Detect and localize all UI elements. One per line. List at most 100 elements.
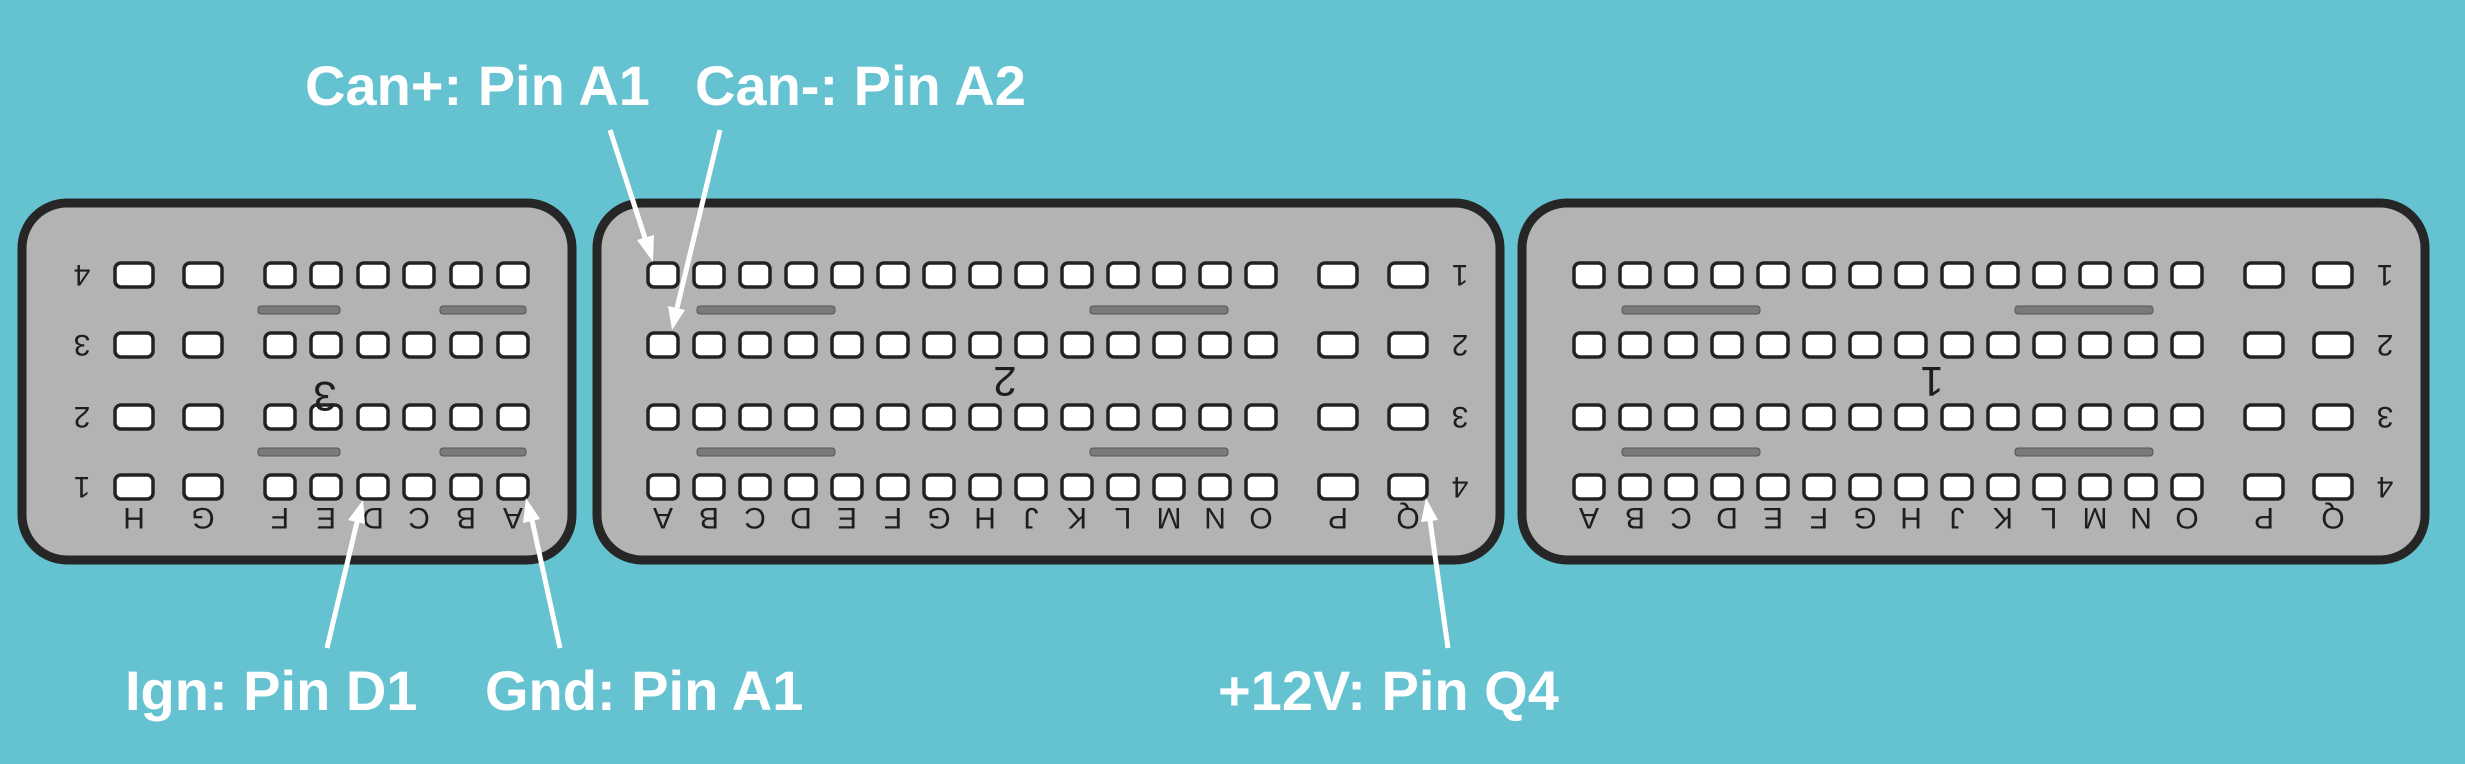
connector-2-pin-F4 <box>876 473 910 501</box>
connector-3-pin-E1 <box>309 473 343 501</box>
connector-2-pin-N2 <box>1198 331 1232 359</box>
connector-2-pin-P3 <box>1317 403 1359 431</box>
connector-3-pin-C2 <box>402 403 436 431</box>
connector-3-pin-H3 <box>113 331 155 359</box>
connector-1-pin-P4 <box>2243 473 2285 501</box>
connector-2-pin-C3 <box>738 403 772 431</box>
connector-1-key-bar <box>1621 305 1761 315</box>
connector-1-pin-Q4 <box>2312 473 2354 501</box>
connector-2-column-label: L <box>1115 501 1132 534</box>
connector-3-pin-A4 <box>496 261 530 289</box>
connector-3-pin-D2 <box>356 403 390 431</box>
connector-3-pin-D4 <box>356 261 390 289</box>
connector-2-pin-M2 <box>1152 331 1186 359</box>
connector-1-pin-N3 <box>2124 403 2158 431</box>
connector-3-pin-C1 <box>402 473 436 501</box>
connector-2-pin-J3 <box>1014 403 1048 431</box>
connector-3-row-label: 3 <box>74 328 91 361</box>
connector-3-pin-D3 <box>356 331 390 359</box>
connector-1-pin-O1 <box>2170 261 2204 289</box>
connector-2-pin-G1 <box>922 261 956 289</box>
connector-2-pin-M1 <box>1152 261 1186 289</box>
connector-2-column-label: E <box>837 501 857 534</box>
connector-2-pin-E2 <box>830 331 864 359</box>
connector-1-pin-P2 <box>2243 331 2285 359</box>
connector-2-row-label: 4 <box>1452 470 1469 503</box>
connector-2-pin-F2 <box>876 331 910 359</box>
connector-2-pin-B3 <box>692 403 726 431</box>
connector-2-pin-Q4 <box>1387 473 1429 501</box>
connector-3-pin-E2 <box>309 403 343 431</box>
connector-2-pin-E4 <box>830 473 864 501</box>
connector-2-pin-J2 <box>1014 331 1048 359</box>
connector-3-pin-D1 <box>356 473 390 501</box>
connector-1-pin-H3 <box>1894 403 1928 431</box>
connector-2-pin-F1 <box>876 261 910 289</box>
connector-2-key-bar <box>1089 305 1229 315</box>
connector-2-column-label: K <box>1067 501 1087 534</box>
connector-1-pin-E4 <box>1756 473 1790 501</box>
connector-1-pin-D1 <box>1710 261 1744 289</box>
connector-3-pin-G4 <box>182 261 224 289</box>
connector-1-pin-D3 <box>1710 403 1744 431</box>
connector-1-pin-O3 <box>2170 403 2204 431</box>
connector-2-pin-J4 <box>1014 473 1048 501</box>
connector-3-pin-F4 <box>263 261 297 289</box>
connector-3-pin-E3 <box>309 331 343 359</box>
connector-1-pin-M1 <box>2078 261 2112 289</box>
connector-2-column-label: A <box>653 501 673 534</box>
arrow-gnd <box>523 498 563 649</box>
connector-1-pin-Q2 <box>2312 331 2354 359</box>
connector-2-pin-O4 <box>1244 473 1278 501</box>
connector-2-pin-P2 <box>1317 331 1359 359</box>
connector-1-column-label: D <box>1716 501 1738 534</box>
connector-3-pin-G1 <box>182 473 224 501</box>
connector-3-pin-B1 <box>449 473 483 501</box>
connector-1-pin-G3 <box>1848 403 1882 431</box>
connector-2-pin-P1 <box>1317 261 1359 289</box>
connector-2-pin-D2 <box>784 331 818 359</box>
connector-1-pin-B3 <box>1618 403 1652 431</box>
connector-1-pin-P3 <box>2243 403 2285 431</box>
connector-3-pin-F3 <box>263 331 297 359</box>
connector-1-pin-K2 <box>1986 331 2020 359</box>
arrow-ign <box>324 500 365 649</box>
connector-1-pin-H4 <box>1894 473 1928 501</box>
connector-2-pin-H4 <box>968 473 1002 501</box>
connector-3-column-label: G <box>191 501 214 534</box>
connector-1-pin-J1 <box>1940 261 1974 289</box>
connector-2-pin-J1 <box>1014 261 1048 289</box>
connector-3-column-label: E <box>316 501 336 534</box>
connector-1-column-label: B <box>1625 501 1645 534</box>
connector-2-pin-H3 <box>968 403 1002 431</box>
connector-3-key-bar <box>439 447 527 457</box>
connector-2-column-label: B <box>699 501 719 534</box>
connector-2-pin-Q1 <box>1387 261 1429 289</box>
connector-3-pin-B2 <box>449 403 483 431</box>
connector-2-column-label: O <box>1249 501 1272 534</box>
connector-1-pin-H2 <box>1894 331 1928 359</box>
connector-2-pin-Q2 <box>1387 331 1429 359</box>
connector-2-pin-G3 <box>922 403 956 431</box>
connector-2-housing <box>592 198 1505 565</box>
connector-3-column-label: B <box>456 501 476 534</box>
connector-1-pin-F3 <box>1802 403 1836 431</box>
connector-1-bars <box>1621 305 2154 457</box>
connector-3-bars <box>257 305 527 457</box>
connector-2-pin-K3 <box>1060 403 1094 431</box>
connector-3-key-bar <box>257 305 341 315</box>
connector-2-pin-Q3 <box>1387 403 1429 431</box>
connector-3-column-label: H <box>123 501 145 534</box>
connector-1-pin-A2 <box>1572 331 1606 359</box>
connector-3-pin-F2 <box>263 403 297 431</box>
callout-can-plus: Can+: Pin A1 <box>305 54 650 117</box>
connector-1-pin-G4 <box>1848 473 1882 501</box>
callout-ign: Ign: Pin D1 <box>125 659 417 722</box>
connector-1-pin-E2 <box>1756 331 1790 359</box>
connector-1-pin-B1 <box>1618 261 1652 289</box>
connector-1-pin-L2 <box>2032 331 2066 359</box>
connector-2-pin-L2 <box>1106 331 1140 359</box>
